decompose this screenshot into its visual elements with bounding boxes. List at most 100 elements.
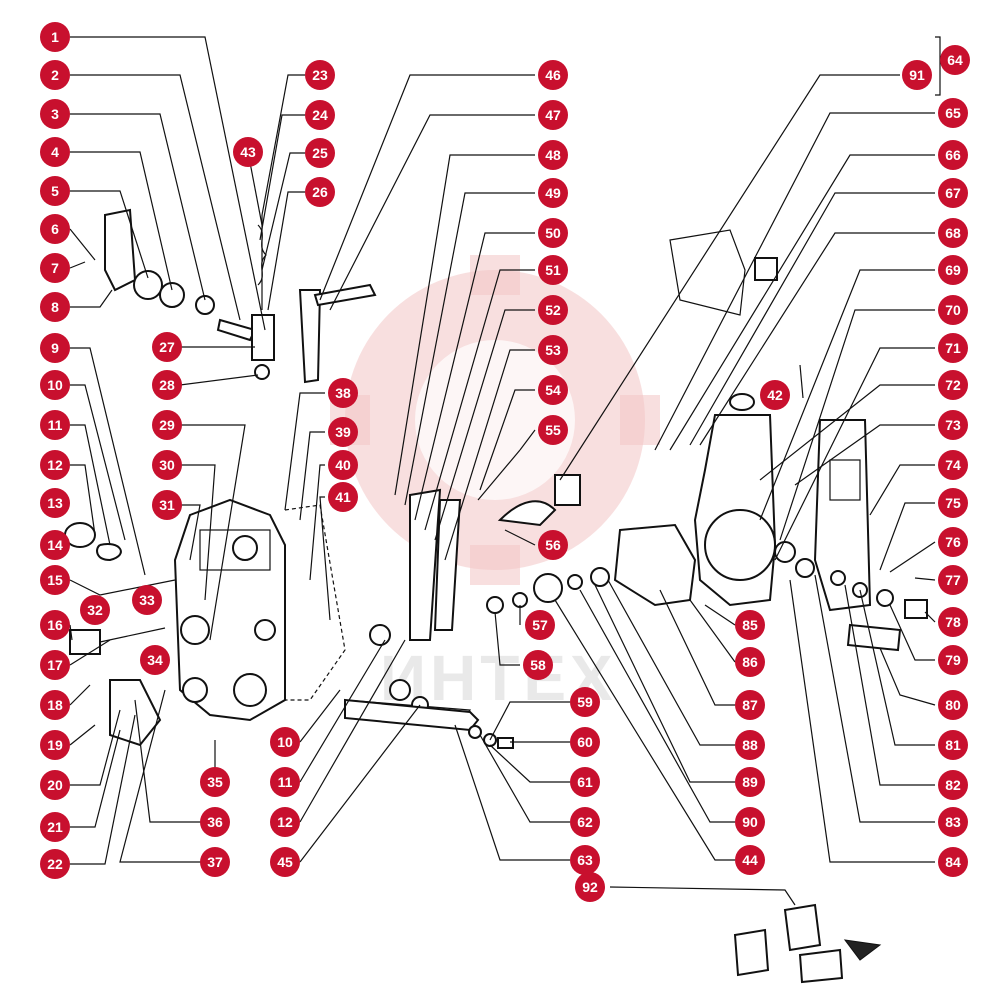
svg-text:54: 54	[545, 382, 561, 398]
callout-41: 41	[328, 482, 358, 512]
svg-text:11: 11	[278, 774, 293, 790]
svg-text:47: 47	[545, 107, 561, 123]
svg-text:59: 59	[577, 694, 593, 710]
svg-text:22: 22	[47, 856, 63, 872]
svg-text:6: 6	[51, 221, 59, 237]
callout-84: 84	[938, 847, 968, 877]
callout-34: 34	[140, 645, 170, 675]
callout-68: 68	[938, 218, 968, 248]
svg-text:5: 5	[51, 183, 59, 199]
svg-text:56: 56	[545, 537, 561, 553]
callout-90: 90	[735, 807, 765, 837]
svg-text:90: 90	[742, 814, 758, 830]
callout-73: 73	[938, 410, 968, 440]
callout-16: 16	[40, 610, 70, 640]
svg-text:79: 79	[945, 652, 961, 668]
callout-52: 52	[538, 295, 568, 325]
callout-86: 86	[735, 647, 765, 677]
svg-text:53: 53	[545, 342, 561, 358]
callout-69: 69	[938, 255, 968, 285]
callout-92: 92	[575, 872, 605, 902]
svg-text:60: 60	[577, 734, 593, 750]
callout-89: 89	[735, 767, 765, 797]
callout-60: 60	[570, 727, 600, 757]
callout-66: 66	[938, 140, 968, 170]
callout-57: 57	[525, 610, 555, 640]
callout-42: 42	[760, 380, 790, 410]
svg-text:89: 89	[742, 774, 758, 790]
svg-text:71: 71	[945, 340, 961, 356]
callout-29: 29	[152, 410, 182, 440]
svg-text:36: 36	[207, 814, 223, 830]
callout-26: 26	[305, 177, 335, 207]
svg-text:77: 77	[945, 572, 961, 588]
callout-64: 64	[940, 45, 970, 75]
callout-72: 72	[938, 370, 968, 400]
callout-28: 28	[152, 370, 182, 400]
callout-25: 25	[305, 138, 335, 168]
svg-text:64: 64	[947, 52, 963, 68]
svg-text:41: 41	[335, 489, 351, 505]
callout-24: 24	[305, 100, 335, 130]
callout-7: 7	[40, 253, 70, 283]
svg-text:88: 88	[742, 737, 758, 753]
svg-text:30: 30	[159, 457, 175, 473]
svg-text:44: 44	[742, 852, 758, 868]
callout-15: 15	[40, 565, 70, 595]
svg-text:67: 67	[945, 185, 961, 201]
svg-text:3: 3	[51, 106, 59, 122]
svg-text:55: 55	[545, 422, 561, 438]
svg-text:63: 63	[577, 852, 593, 868]
callout-14: 14	[40, 530, 70, 560]
callout-39: 39	[328, 417, 358, 447]
callout-19: 19	[40, 730, 70, 760]
svg-text:52: 52	[545, 302, 561, 318]
callout-17: 17	[40, 650, 70, 680]
callout-30: 30	[152, 450, 182, 480]
callout-47: 47	[538, 100, 568, 130]
callout-11: 11	[40, 410, 70, 440]
svg-text:33: 33	[139, 592, 155, 608]
part-drawings	[64, 208, 928, 984]
svg-text:35: 35	[207, 774, 223, 790]
callout-22: 22	[40, 849, 70, 879]
callout-81: 81	[938, 730, 968, 760]
callout-5: 5	[40, 176, 70, 206]
callout-88: 88	[735, 730, 765, 760]
svg-text:14: 14	[47, 537, 63, 553]
callout-82: 82	[938, 770, 968, 800]
svg-text:66: 66	[945, 147, 961, 163]
callout-87: 87	[735, 690, 765, 720]
callout-12: 12	[40, 450, 70, 480]
svg-text:25: 25	[312, 145, 328, 161]
svg-text:43: 43	[240, 144, 256, 160]
callout-62: 62	[570, 807, 600, 837]
svg-text:81: 81	[945, 737, 961, 753]
svg-text:26: 26	[312, 184, 328, 200]
svg-text:84: 84	[945, 854, 961, 870]
callout-11b: 11	[270, 767, 300, 797]
svg-text:83: 83	[945, 814, 961, 830]
svg-text:78: 78	[945, 614, 961, 630]
callout-1: 1	[40, 22, 70, 52]
callout-35: 35	[200, 767, 230, 797]
svg-text:50: 50	[545, 225, 561, 241]
svg-text:58: 58	[530, 657, 546, 673]
svg-text:61: 61	[577, 774, 593, 790]
watermark-gear-logo	[330, 255, 660, 585]
svg-text:85: 85	[742, 617, 758, 633]
callout-54: 54	[538, 375, 568, 405]
svg-text:31: 31	[159, 497, 175, 513]
svg-text:87: 87	[742, 697, 758, 713]
svg-text:18: 18	[47, 697, 63, 713]
svg-text:74: 74	[945, 457, 961, 473]
svg-text:24: 24	[312, 107, 328, 123]
callout-38: 38	[328, 378, 358, 408]
callout-36: 36	[200, 807, 230, 837]
callout-43: 43	[233, 137, 263, 167]
svg-text:91: 91	[909, 67, 925, 83]
svg-text:11: 11	[48, 417, 63, 433]
svg-text:27: 27	[159, 339, 175, 355]
callout-79: 79	[938, 645, 968, 675]
svg-text:20: 20	[47, 777, 63, 793]
